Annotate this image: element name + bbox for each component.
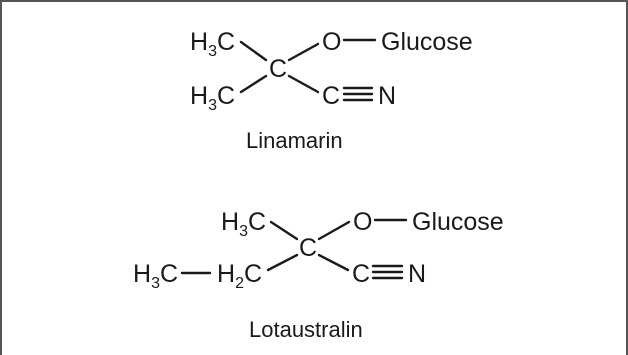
linamarin-triple-bond <box>342 86 374 102</box>
linamarin-label: Linamarin <box>246 128 343 153</box>
lotaustralin-methyl-top: H3C <box>221 208 266 240</box>
linamarin-methyl-bottom: H3C <box>190 82 235 114</box>
linamarin-structure: H3C H3C C O Glucose C N Linamarin <box>190 28 473 153</box>
linamarin-methyl-top: H3C <box>190 28 235 60</box>
lotaustralin-bond-methylene <box>266 253 299 272</box>
lotaustralin-glucose: Glucose <box>412 208 504 236</box>
lotaustralin-ethyl-methyl: H3C <box>133 260 178 292</box>
lotaustralin-oxygen: O <box>353 208 372 236</box>
lotaustralin-triple-bond <box>371 264 404 280</box>
linamarin-nitrile-nitrogen: N <box>378 82 396 110</box>
lotaustralin-ethyl-methylene: H2C <box>217 260 262 292</box>
lotaustralin-bond-nitrile <box>317 253 350 272</box>
lotaustralin-label: Lotaustralin <box>249 317 363 342</box>
linamarin-bond-methyl-bottom <box>239 74 268 94</box>
linamarin-bond-oxygen <box>287 42 320 62</box>
linamarin-bond-methyl-top <box>239 40 268 62</box>
linamarin-bond-nitrile <box>287 74 320 94</box>
linamarin-nitrile-carbon: C <box>322 82 340 110</box>
linamarin-central-carbon: C <box>269 55 287 83</box>
lotaustralin-central-carbon: C <box>299 234 317 262</box>
linamarin-glucose: Glucose <box>381 28 473 56</box>
linamarin-oxygen: O <box>322 28 341 56</box>
lotaustralin-structure: H3C H3C H2C C O Glucose C N Lotaustralin <box>133 208 504 342</box>
lotaustralin-bond-methyl-top <box>269 220 299 241</box>
lotaustralin-bond-oxygen <box>317 220 351 241</box>
lotaustralin-nitrile-carbon: C <box>352 260 370 288</box>
lotaustralin-nitrile-nitrogen: N <box>408 260 426 288</box>
